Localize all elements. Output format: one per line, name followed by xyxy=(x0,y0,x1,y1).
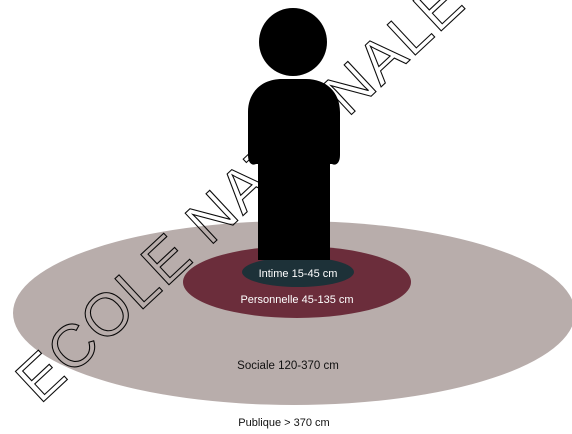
public-zone-label: Publique > 370 cm xyxy=(238,417,329,429)
person-head xyxy=(259,8,327,76)
social-zone-label: Sociale 120-370 cm xyxy=(237,360,339,372)
personal-zone-label: Personnelle 45-135 cm xyxy=(240,294,353,306)
intimate-zone-disc xyxy=(242,257,354,287)
person-body xyxy=(248,79,340,260)
person-silhouette-icon xyxy=(248,8,340,260)
intimate-zone-label: Intime 15-45 cm xyxy=(259,268,338,280)
